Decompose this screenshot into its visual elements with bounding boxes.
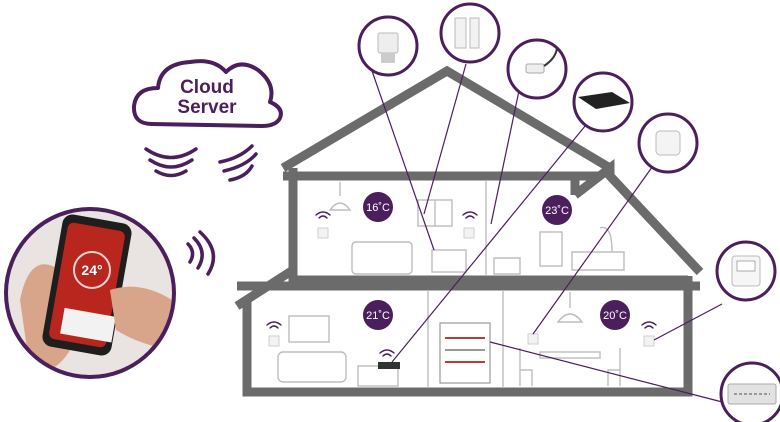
upper-floor-walls xyxy=(288,168,688,285)
wifi-icon xyxy=(266,321,282,329)
gateway-hub-icon xyxy=(578,92,630,109)
wall-thermostat-icon xyxy=(268,335,280,347)
connector-window-sensor xyxy=(423,63,467,215)
gateway-small-icon xyxy=(378,362,400,369)
wifi-wave xyxy=(222,152,258,173)
temperature-badge: 23˚C xyxy=(542,195,572,225)
chair-icon xyxy=(519,348,533,386)
house xyxy=(234,65,704,397)
wifi-wave xyxy=(148,158,194,169)
phone-temperature: 24° xyxy=(81,262,102,278)
cloud-icon xyxy=(131,59,283,128)
wifi-icon xyxy=(379,349,395,357)
wall-thermostat-icon xyxy=(317,227,329,239)
wifi-wave xyxy=(154,169,188,178)
connector-manifold xyxy=(489,341,731,405)
temperature-badge: 16˚C xyxy=(363,192,393,222)
wifi-icon xyxy=(641,321,657,329)
manifold-controller-icon xyxy=(727,383,777,405)
cloud-signal-left xyxy=(144,147,198,178)
radiator-valve-icon xyxy=(377,32,399,63)
temperature-label: 16˚C xyxy=(366,202,390,214)
ceiling-lamp-icon xyxy=(328,182,352,211)
connector-radiator-valve xyxy=(370,67,435,251)
mini-wifi-marks xyxy=(266,211,657,357)
roof-upper xyxy=(280,65,613,172)
connector-thermostat xyxy=(653,303,723,341)
wifi-wave xyxy=(192,236,204,270)
temperature-badge: 21˚C xyxy=(363,300,393,330)
bed-icon xyxy=(351,241,413,275)
wifi-icon xyxy=(315,211,331,219)
wall-picture-icon xyxy=(288,315,330,343)
wifi-wave xyxy=(198,230,216,276)
wifi-wave xyxy=(186,242,195,264)
temperature-label: 23˚C xyxy=(545,205,569,217)
phone-signal xyxy=(186,230,216,276)
towel-rail-icon xyxy=(539,231,563,267)
connector-lines xyxy=(370,63,731,405)
bath-icon xyxy=(571,226,625,271)
cloud-signal-right xyxy=(218,144,258,182)
sofa-icon xyxy=(277,351,347,383)
hand-right xyxy=(110,286,172,350)
wifi-wave xyxy=(144,147,198,160)
connector-gateway xyxy=(391,119,591,363)
temperature-badge: 20˚C xyxy=(600,300,630,330)
thermostat-dial xyxy=(73,251,111,289)
ground-floor-walls xyxy=(242,276,693,397)
phone-schedule-panel xyxy=(60,307,116,343)
wall-thermostat-icon xyxy=(643,335,655,347)
motion-sensor-icon xyxy=(655,130,681,156)
device-bubbles xyxy=(357,2,780,422)
wifi-wave xyxy=(228,164,254,182)
temperature-label: 20˚C xyxy=(603,310,627,322)
chair-icon xyxy=(607,348,621,386)
roof-right-extension xyxy=(572,158,704,276)
connector-probe xyxy=(490,85,521,225)
cloud-label-line2: Server xyxy=(177,97,237,118)
radiator-icon xyxy=(431,249,467,273)
cloud-label-line1: Cloud xyxy=(180,77,234,98)
phone-app-bubble: 24° xyxy=(4,207,176,379)
wifi-icon xyxy=(462,211,478,219)
window-sensor-icon xyxy=(454,17,480,49)
wifi-wave xyxy=(218,144,254,164)
ceiling-lamp-icon xyxy=(556,292,584,323)
thermostat-icon xyxy=(731,255,761,287)
cloud-server: Cloud Server xyxy=(131,59,283,128)
heating-manifold-icon xyxy=(439,322,491,384)
connector-motion-sensor xyxy=(532,155,661,335)
temperature-label: 21˚C xyxy=(366,310,390,322)
furniture xyxy=(277,182,625,387)
wall-devices xyxy=(268,227,655,369)
wall-thermostat-icon xyxy=(527,333,539,345)
wall-thermostat-icon xyxy=(463,227,475,239)
toilet-icon xyxy=(493,257,521,275)
temperature-probe-icon xyxy=(525,47,558,74)
